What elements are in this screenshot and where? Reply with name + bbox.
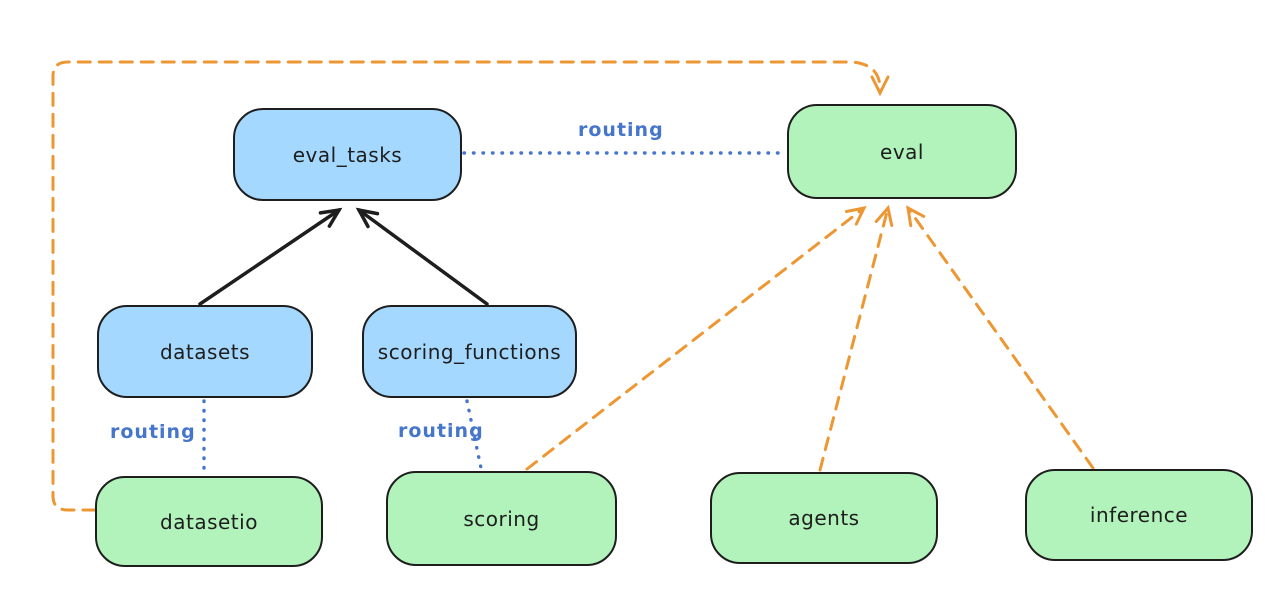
node-datasets: datasets bbox=[97, 305, 313, 398]
edge-agents-to-eval bbox=[818, 204, 894, 472]
node-agents: agents bbox=[710, 472, 938, 564]
edge-label-routing-left: routing bbox=[110, 421, 196, 443]
node-eval-label: eval bbox=[880, 139, 924, 164]
edge-label-routing-middle: routing bbox=[398, 420, 484, 442]
edge-inference-to-eval bbox=[906, 205, 1095, 470]
node-datasetio-label: datasetio bbox=[160, 509, 258, 534]
node-eval-tasks: eval_tasks bbox=[233, 108, 462, 201]
edge-scoring-functions-to-eval-tasks bbox=[359, 210, 489, 306]
node-eval-tasks-label: eval_tasks bbox=[292, 142, 403, 167]
edge-label-routing-top: routing bbox=[578, 119, 664, 141]
node-agents-label: agents bbox=[788, 506, 860, 530]
node-scoring-functions: scoring_functions bbox=[362, 305, 577, 398]
edge-scoring-functions-to-scoring-routing bbox=[465, 399, 483, 470]
node-datasetio: datasetio bbox=[95, 476, 323, 567]
node-scoring-functions-label: scoring_functions bbox=[377, 339, 562, 364]
edge-datasetio-to-eval bbox=[51, 60, 890, 512]
node-inference-label: inference bbox=[1089, 503, 1189, 527]
node-scoring: scoring bbox=[386, 471, 617, 566]
node-inference: inference bbox=[1025, 469, 1253, 561]
edge-scoring-to-eval bbox=[525, 205, 867, 471]
node-scoring-label: scoring bbox=[463, 506, 540, 531]
edge-datasets-to-eval-tasks bbox=[198, 210, 339, 306]
node-eval: eval bbox=[787, 104, 1017, 199]
node-datasets-label: datasets bbox=[159, 339, 251, 364]
